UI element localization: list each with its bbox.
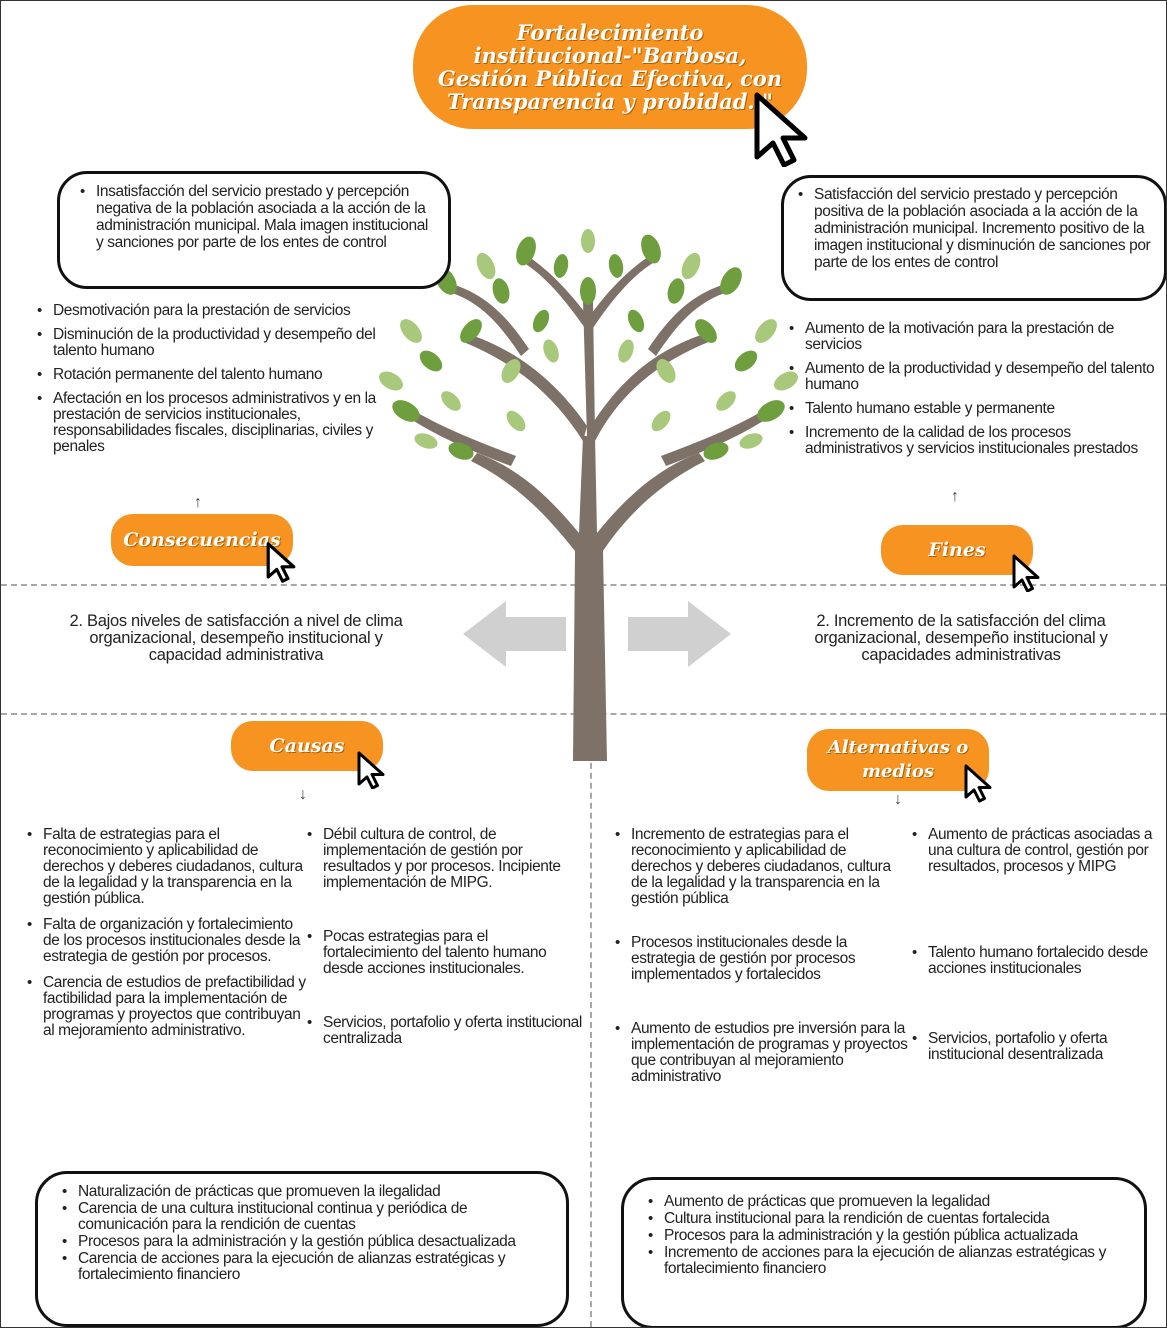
- causes-box: Naturalización de prácticas que promueve…: [35, 1171, 569, 1327]
- list-item: Servicios, portafolio y oferta instituci…: [906, 1031, 1161, 1063]
- arrow-up-icon: ↑: [951, 488, 959, 505]
- separator-vertical: [590, 713, 592, 1327]
- consequences-list: Desmotivación para la prestación de serv…: [31, 303, 401, 463]
- causes-list-1: Falta de estrategias para el reconocimie…: [21, 827, 311, 1047]
- consequences-pill: Consecuencias: [111, 514, 293, 566]
- list-item: Débil cultura de control, de implementac…: [301, 827, 586, 891]
- ends-label: Fines: [928, 539, 986, 561]
- list-item: Incremento de la calidad de los procesos…: [783, 425, 1163, 457]
- list-item: Afectación en los procesos administrativ…: [31, 391, 401, 455]
- title-text: Fortalecimiento institucional-"Barbosa, …: [437, 20, 783, 114]
- causes-label: Causas: [269, 735, 345, 757]
- list-item: Aumento de prácticas que promueven la le…: [642, 1194, 1132, 1211]
- central-problem: 2. Bajos niveles de satisfacción a nivel…: [69, 612, 403, 664]
- tree-trunk-icon: [406, 255, 771, 761]
- cursor-icon: [754, 92, 808, 167]
- alternatives-list-2: Aumento de prácticas asociadas a una cul…: [906, 827, 1161, 1071]
- list-item: Carencia de una cultura institucional co…: [56, 1201, 556, 1233]
- list-item: Carencia de acciones para la ejecución d…: [56, 1251, 556, 1283]
- list-item: Procesos para la administración y la ges…: [56, 1234, 556, 1251]
- list-item: Procesos para la administración y la ges…: [642, 1228, 1132, 1245]
- ends-pill: Fines: [881, 525, 1033, 575]
- cursor-icon: [357, 751, 385, 789]
- list-item: Disminución de la productividad y desemp…: [31, 327, 401, 359]
- effect-right-text: Satisfacción del servicio prestado y per…: [792, 186, 1160, 271]
- arrow-down-icon: ↓: [299, 786, 307, 803]
- cursor-icon: [964, 764, 992, 803]
- list-item: Cultura institucional para la rendición …: [642, 1211, 1132, 1228]
- list-item: Pocas estrategias para el fortalecimient…: [301, 929, 586, 977]
- cursor-icon: [266, 542, 296, 583]
- ends-list: Aumento de la motivación para la prestac…: [783, 321, 1163, 465]
- list-item: Incremento de estrategias para el recono…: [609, 827, 909, 907]
- consequences-label: Consecuencias: [123, 529, 281, 551]
- list-item: Rotación permanente del talento humano: [31, 367, 401, 384]
- list-item: Talento humano estable y permanente: [783, 401, 1163, 418]
- arrow-right-icon: [628, 601, 731, 667]
- tree-illustration: [379, 229, 798, 761]
- list-item: Falta de organización y fortalecimiento …: [21, 917, 311, 965]
- list-item: Procesos institucionales desde la estrat…: [609, 935, 909, 983]
- list-item: Aumento de la motivación para la prestac…: [783, 321, 1163, 353]
- arrow-up-icon: ↑: [194, 494, 202, 511]
- list-item: Desmotivación para la prestación de serv…: [31, 303, 401, 320]
- list-item: Falta de estrategias para el reconocimie…: [21, 827, 311, 907]
- list-item: Incremento de acciones para la ejecución…: [642, 1245, 1132, 1277]
- effect-left-text: Insatisfacción del servicio prestado y p…: [74, 183, 434, 251]
- alternatives-list-1: Incremento de estrategias para el recono…: [609, 827, 909, 1093]
- list-item: Aumento de la productividad y desempeño …: [783, 361, 1163, 393]
- alternatives-pill: Alternativas o medios: [807, 729, 989, 791]
- effect-box-right: Satisfacción del servicio prestado y per…: [781, 175, 1166, 301]
- cursor-icon: [1012, 554, 1040, 592]
- list-item: Talento humano fortalecido desde accione…: [906, 945, 1161, 977]
- list-item: Aumento de prácticas asociadas a una cul…: [906, 827, 1161, 875]
- arrow-left-icon: [463, 601, 566, 667]
- effect-box-left: Insatisfacción del servicio prestado y p…: [57, 171, 451, 289]
- list-item: Servicios, portafolio y oferta instituci…: [301, 1015, 586, 1047]
- list-item: Naturalización de prácticas que promueve…: [56, 1184, 556, 1201]
- alternatives-label: Alternativas o medios: [827, 737, 969, 782]
- list-item: Carencia de estudios de prefactibilidad …: [21, 975, 311, 1039]
- central-objective: 2. Incremento de la satisfacción del cli…: [814, 612, 1108, 664]
- causes-list-2: Débil cultura de control, de implementac…: [301, 827, 586, 1055]
- leaves-dark-icon: [392, 234, 785, 460]
- title-pill: Fortalecimiento institucional-"Barbosa, …: [413, 5, 807, 129]
- alternatives-box: Aumento de prácticas que promueven la le…: [621, 1177, 1147, 1327]
- list-item: Aumento de estudios pre inversión para l…: [609, 1021, 909, 1085]
- arrow-down-icon: ↓: [894, 791, 902, 808]
